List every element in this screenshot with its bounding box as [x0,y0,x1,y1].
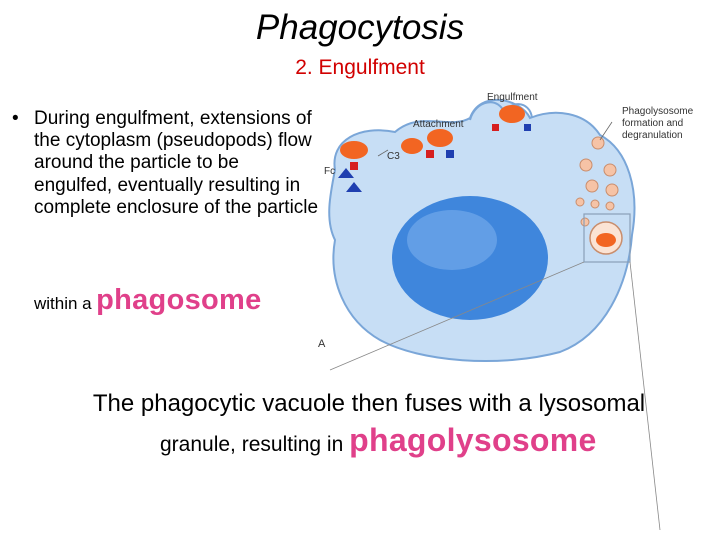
granule [605,201,615,211]
phagolysosome-highlight: phagolysosome [349,422,597,458]
label-phagolysosome-1: Phagolysosome [622,106,694,117]
particle-attached-1 [427,129,453,147]
granule [605,183,619,197]
slide-subtitle: 2. Engulfment [295,56,425,79]
granule [603,163,617,177]
receptor-blue-wedge [346,182,362,192]
nucleus-highlight [407,210,497,270]
bullet-text: During engulfment, extensions of the cyt… [34,108,319,218]
label-engulfment: Engulfment [487,92,538,103]
bottom-line-2-prefix: granule, resulting in [160,433,344,456]
receptor-blue [446,150,454,158]
granule [585,179,599,193]
receptor-blue-wedge [338,168,354,178]
bottom-line-1: The phagocytic vacuole then fuses with a… [92,390,646,417]
slide-title: Phagocytosis [255,8,465,47]
phagosome-highlight: phagosome [96,284,262,316]
bullet-prefix: within a [34,294,92,313]
particle-attached-3 [401,138,423,154]
label-c3: C3 [387,151,400,162]
leader-line [377,149,389,157]
particle-engulfing [499,105,525,123]
label-fc: Fc [324,166,335,177]
phagolysosome-inset-box [583,213,631,263]
label-attachment: Attachment [413,119,464,130]
bullet-marker: • [12,108,19,129]
particle-attached-2 [340,141,368,159]
receptor-red [492,124,499,131]
granule [579,158,593,172]
granule [575,197,585,207]
bottom-line-2: granule, resulting in phagolysosome [160,420,597,465]
granule [580,217,590,227]
phagolysosome-particle [596,233,616,247]
label-phagolysosome-3: degranulation [622,130,683,141]
leader-line [599,121,613,141]
label-phagolysosome-2: formation and [622,118,683,129]
receptor-blue [524,124,531,131]
receptor-red [426,150,434,158]
leader-line [329,261,585,371]
leader-line [629,261,661,531]
granule [591,136,605,150]
receptor-red [350,162,358,170]
bullet-last-line: within a phagosome [34,284,262,317]
label-panel-a: A [318,338,326,350]
granule [590,199,600,209]
